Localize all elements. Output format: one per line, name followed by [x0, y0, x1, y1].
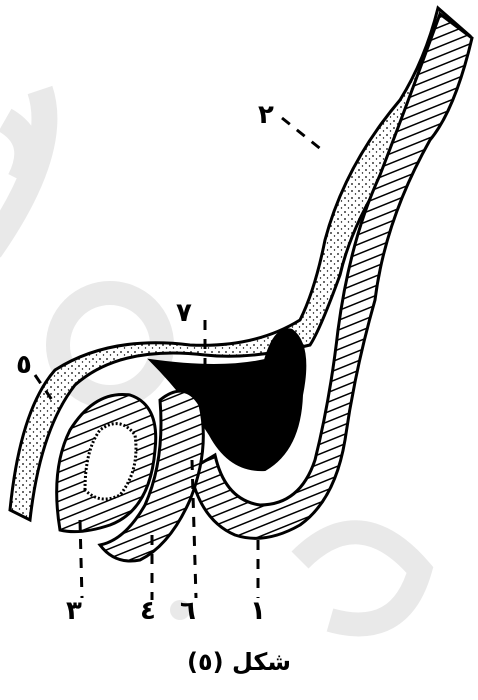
label-6: ٦ [180, 598, 196, 624]
label-3: ٣ [66, 598, 82, 624]
label-1: ١ [250, 598, 266, 624]
label-2: ٢ [258, 102, 274, 128]
label-5: ٥ [16, 352, 32, 378]
figure-caption: شكل (٥) [0, 648, 478, 676]
label-4: ٤ [140, 598, 156, 624]
label-7: ٧ [176, 300, 192, 326]
leader-2 [282, 118, 322, 150]
